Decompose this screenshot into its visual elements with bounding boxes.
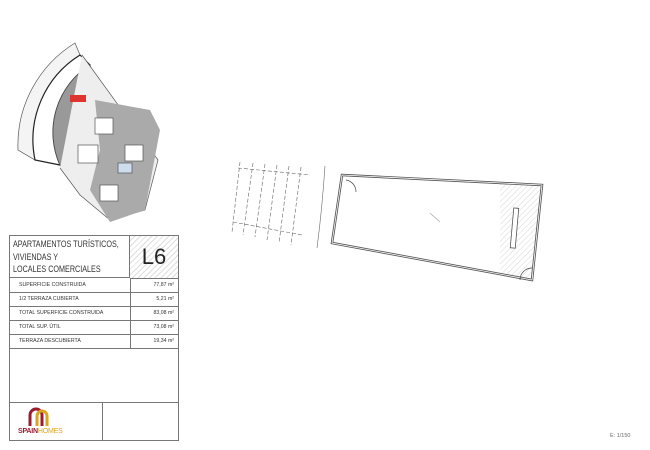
area-value: 73,08 m² xyxy=(130,320,178,334)
title-line: APARTAMENTOS TURÍSTICOS, xyxy=(13,239,119,249)
logo-arch-icon xyxy=(28,407,49,426)
area-row: 1/2 TERRAZA CUBIERTA 5,21 m² xyxy=(10,292,178,307)
area-label: TOTAL SUPERFICIE CONSTRUIDA xyxy=(19,310,104,316)
unit-code: L6 xyxy=(130,236,178,279)
area-value: 83,08 m² xyxy=(130,306,178,320)
area-label: SUPERFICIE CONSTRUIDA xyxy=(19,282,86,288)
area-row: TERRAZA DESCUBIERTA 19,34 m² xyxy=(10,334,178,349)
unit-info-table: APARTAMENTOS TURÍSTICOS, VIVIENDAS Y LOC… xyxy=(9,235,179,441)
title-line: VIVIENDAS Y xyxy=(13,251,59,262)
unit-type-title: APARTAMENTOS TURÍSTICOS, VIVIENDAS Y LOC… xyxy=(10,236,130,278)
logo-text-homes: HOMES xyxy=(37,428,63,435)
area-row: TOTAL SUP. ÚTIL 73,08 m² xyxy=(10,320,178,335)
area-value: 5,21 m² xyxy=(130,292,178,306)
area-value: 19,34 m² xyxy=(130,334,178,348)
area-row: SUPERFICIE CONSTRUIDA 77,87 m² xyxy=(10,278,178,293)
unit-plan xyxy=(231,161,544,282)
area-label: TOTAL SUP. ÚTIL xyxy=(19,324,61,330)
highlighted-unit xyxy=(70,95,86,102)
area-label: TERRAZA DESCUBIERTA xyxy=(19,338,81,344)
area-label: 1/2 TERRAZA CUBIERTA xyxy=(19,296,79,302)
scale-label: E: 1/150 xyxy=(610,433,631,439)
area-row: TOTAL SUPERFICIE CONSTRUIDA 83,08 m² xyxy=(10,306,178,321)
area-value: 77,87 m² xyxy=(130,278,178,292)
logo-text-spain: SPAIN xyxy=(18,428,38,435)
logo-cell: SPAINHOMES xyxy=(10,402,103,441)
logo-text: SPAINHOMES xyxy=(18,428,63,435)
blank-cell xyxy=(102,402,178,441)
site-plan xyxy=(17,42,160,222)
title-line: LOCALES COMERCIALES xyxy=(13,264,101,274)
